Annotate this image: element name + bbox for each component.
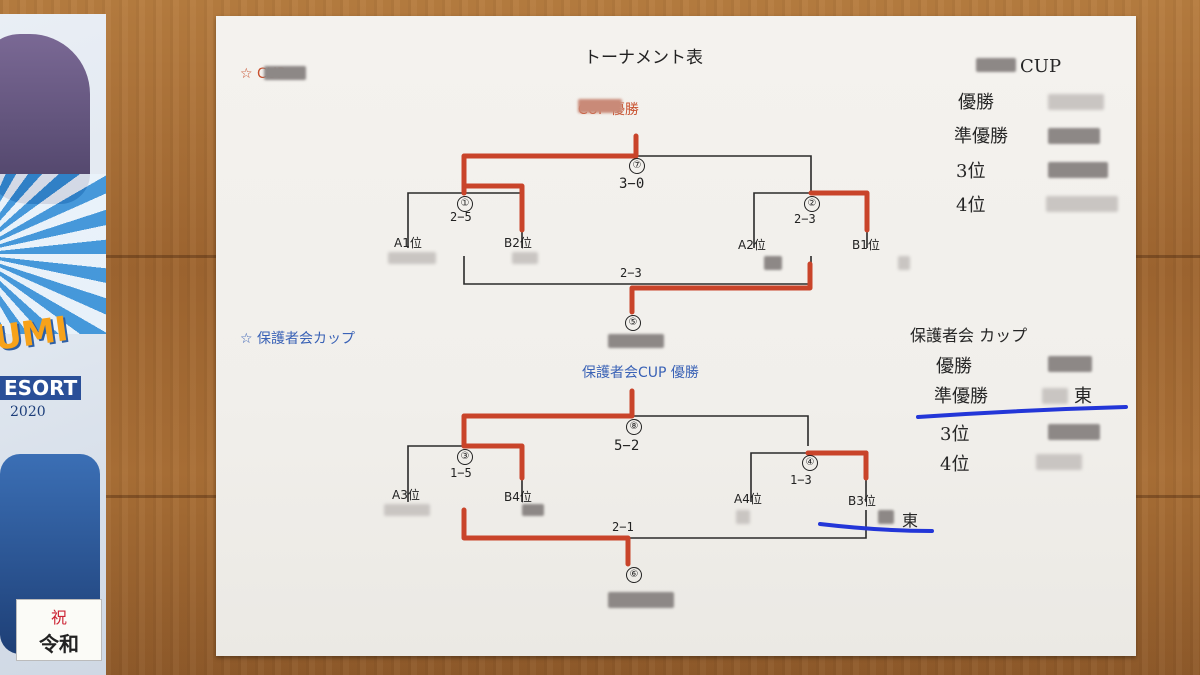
- team-a3: A3位: [392, 488, 420, 502]
- redacted-name: [384, 504, 430, 516]
- poster-resort-text: ESORT: [0, 376, 82, 400]
- match-1-number: ①: [457, 196, 473, 212]
- match-7-number: ⑦: [629, 158, 645, 174]
- poster-burst: [0, 174, 106, 334]
- anime-poster: UMI ESORT 2020 祝 令和: [0, 14, 106, 675]
- team-b2: B2位: [504, 236, 532, 250]
- match-1-score: 2−5: [450, 210, 472, 224]
- bracket-lines: [407, 133, 870, 567]
- match-7-score: 3−0: [619, 176, 645, 192]
- notes-hogosha-runner-up-name: 東: [1074, 386, 1092, 407]
- redacted-name: [388, 252, 436, 264]
- tag-bottom-text: 令和: [39, 632, 79, 656]
- poster-year: 2020: [10, 404, 46, 420]
- notes-hogosha-row-4: 4位: [940, 454, 970, 475]
- redacted-name: [1046, 196, 1118, 212]
- redacted-name: [764, 256, 782, 270]
- redacted-name: [736, 510, 750, 524]
- redacted-name: [898, 256, 910, 270]
- team-b1: B1位: [852, 238, 880, 252]
- match-6-score: 2−1: [612, 520, 634, 534]
- sheet-title: トーナメント表: [584, 48, 703, 68]
- celebration-tag: 祝 令和: [16, 599, 102, 661]
- notes-hogosha-row-1: 優勝: [936, 356, 972, 377]
- team-a4: A4位: [734, 492, 762, 506]
- match-6-number: ⑥: [626, 567, 642, 583]
- tag-top-text: 祝: [50, 608, 67, 627]
- hogosha-section-label: ☆ 保護者会カップ: [240, 331, 356, 347]
- match-4-number: ④: [802, 455, 818, 471]
- match-5-score: 2−3: [620, 266, 642, 280]
- b3-team-name: 東: [902, 511, 919, 530]
- match-8-number: ⑧: [626, 419, 642, 435]
- match-5-number: ⑤: [625, 315, 641, 331]
- notes-hogosha-row-2: 準優勝: [934, 386, 988, 407]
- tournament-sheet: トーナメント表 ☆ CUP CUP 優勝 ⑦ 3−0 ① 2−5 ② 2−3 A…: [216, 16, 1136, 656]
- match-3-score: 1−5: [450, 466, 472, 480]
- team-b4: B4位: [504, 490, 532, 504]
- red-winner-lines: [461, 133, 870, 567]
- notes-cup-row-3: 3位: [956, 161, 986, 182]
- redacted-name: [1048, 128, 1100, 144]
- redacted-name: [1036, 454, 1082, 470]
- notes-hogosha-title: 保護者会 カップ: [910, 326, 1028, 345]
- match-3-number: ③: [457, 449, 473, 465]
- redacted-name: [1042, 388, 1068, 404]
- redacted-name: [578, 99, 622, 113]
- redacted-name: [976, 58, 1016, 72]
- redacted-name: [1048, 356, 1092, 372]
- team-a1: A1位: [394, 236, 422, 250]
- match-8-score: 5−2: [614, 438, 640, 454]
- redacted-name: [522, 504, 544, 516]
- match-4-score: 1−3: [790, 473, 812, 487]
- notes-cup-row-4: 4位: [956, 195, 986, 216]
- redacted-name: [1048, 424, 1100, 440]
- team-a2: A2位: [738, 238, 766, 252]
- notes-cup-title: CUP: [976, 56, 1061, 77]
- hogosha-winner-heading: 保護者会CUP 優勝: [582, 365, 699, 381]
- redacted-name: [1048, 162, 1108, 178]
- redacted-name: [1048, 94, 1104, 110]
- redacted-name: [608, 334, 664, 348]
- blue-underline-b3: [818, 522, 934, 533]
- redacted-name: [512, 252, 538, 264]
- notes-cup-row-1: 優勝: [958, 92, 994, 113]
- redacted-name: [608, 592, 674, 608]
- match-2-number: ②: [804, 196, 820, 212]
- redacted-name: [264, 66, 306, 80]
- notes-cup-title-text: CUP: [1020, 56, 1062, 77]
- team-b3: B3位: [848, 494, 876, 508]
- notes-hogosha-row-3: 3位: [940, 424, 970, 445]
- blue-underline-runner-up: [916, 405, 1128, 419]
- notes-cup-row-2: 準優勝: [954, 126, 1008, 147]
- match-2-score: 2−3: [794, 212, 816, 226]
- redacted-name: [878, 510, 894, 524]
